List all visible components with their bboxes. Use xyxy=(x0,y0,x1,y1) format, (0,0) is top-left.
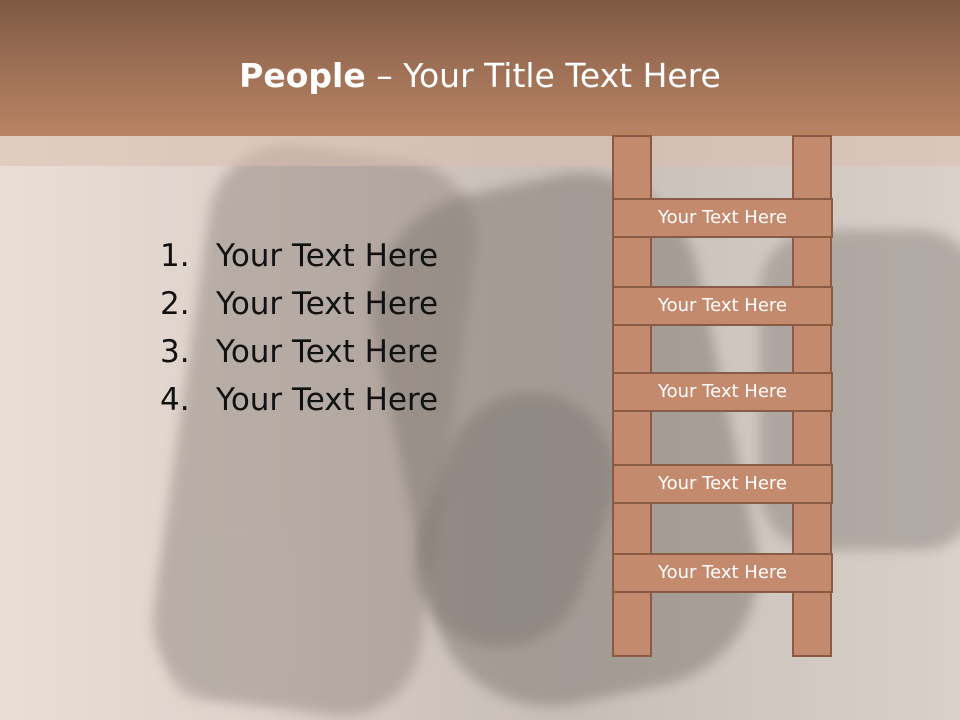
list-number: 4. xyxy=(160,382,190,418)
slide-title-bold: People xyxy=(239,56,366,95)
ladder-rung-1[interactable]: Your Text Here xyxy=(612,198,833,238)
ladder-rung-2[interactable]: Your Text Here xyxy=(612,286,833,326)
list-number: 1. xyxy=(160,238,190,274)
list-number: 3. xyxy=(160,334,190,370)
background-photo-shape xyxy=(170,520,290,700)
list-text: Your Text Here xyxy=(216,334,439,370)
ladder-rung-5[interactable]: Your Text Here xyxy=(612,553,833,593)
title-band xyxy=(0,0,960,136)
ladder-rung-4[interactable]: Your Text Here xyxy=(612,464,833,504)
list-item[interactable]: 1. Your Text Here xyxy=(160,232,438,280)
list-text: Your Text Here xyxy=(216,382,439,418)
ladder-rung-3[interactable]: Your Text Here xyxy=(612,372,833,412)
list-text: Your Text Here xyxy=(216,238,439,274)
list-item[interactable]: 3. Your Text Here xyxy=(160,328,438,376)
numbered-list[interactable]: 1. Your Text Here 2. Your Text Here 3. Your… xyxy=(160,232,438,424)
slide-title-rest: – Your Title Text Here xyxy=(365,56,721,95)
slide-title[interactable]: People – Your Title Text Here xyxy=(0,54,960,98)
list-item[interactable]: 2. Your Text Here xyxy=(160,280,438,328)
list-number: 2. xyxy=(160,286,190,322)
list-item[interactable]: 4. Your Text Here xyxy=(160,376,438,424)
list-text: Your Text Here xyxy=(216,286,439,322)
